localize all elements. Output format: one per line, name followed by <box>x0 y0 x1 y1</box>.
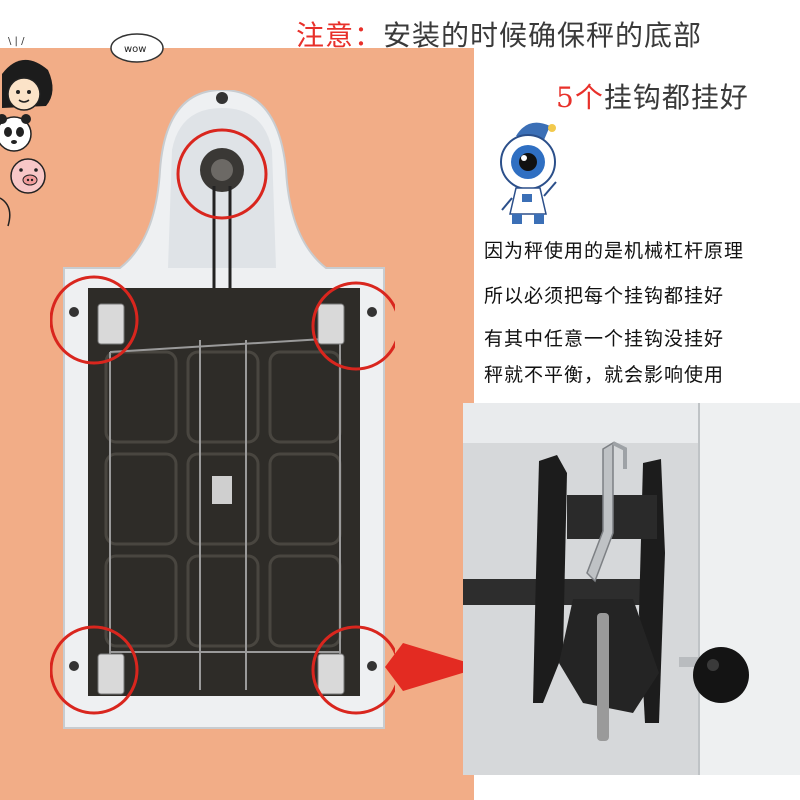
hook-closeup-photo <box>463 403 800 775</box>
note-line-3: 有其中任意一个挂钩没挂好 <box>484 328 725 350</box>
scale-bottom-photo <box>50 90 395 729</box>
wow-bubble-text: wow <box>124 44 146 55</box>
caution-title-line1: 注意：安装的时候确保秤的底部 <box>296 14 702 54</box>
note-line-1: 因为秤使用的是机械杠杆原理 <box>484 240 745 262</box>
girl-panda-pig-sticker-icon: \ | / wow <box>0 33 164 227</box>
hook-text: 挂钩都挂好 <box>603 81 749 114</box>
note-line-4: 秤就不平衡，就会影响使用 <box>484 364 725 386</box>
caution-title-line2: 5个挂钩都挂好 <box>556 76 749 116</box>
red-pointer-arrow-icon <box>385 643 469 691</box>
caution-text: 安装的时候确保秤的底部 <box>383 19 703 52</box>
sticker-marks: \ | / <box>8 36 25 47</box>
caution-label: 注意： <box>296 19 384 52</box>
hook-count: 5个 <box>556 81 604 114</box>
eyeball-mascot-icon <box>500 122 557 224</box>
note-line-2: 所以必须把每个挂钩都挂好 <box>484 285 725 307</box>
